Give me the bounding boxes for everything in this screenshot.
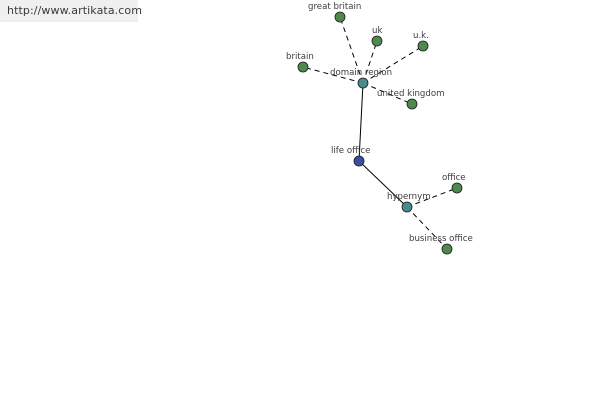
- node-hypernym[interactable]: [401, 201, 413, 213]
- node-label-u-k: u.k.: [413, 31, 429, 41]
- node-label-domain-region: domain region: [330, 68, 392, 78]
- node-u-k[interactable]: [417, 40, 429, 52]
- node-label-united-kingdom: united kingdom: [377, 89, 444, 99]
- node-label-uk: uk: [372, 26, 382, 36]
- edges-layer: [302, 16, 458, 250]
- node-office[interactable]: [451, 182, 463, 194]
- edge-domain-region-to-u-k: [362, 45, 424, 84]
- node-label-business-office: business office: [409, 234, 473, 244]
- url-banner: http://www.artikata.com: [0, 0, 142, 22]
- node-label-life-office: life office: [331, 146, 370, 156]
- edge-life-office-to-hypernym: [358, 160, 408, 208]
- node-life-office[interactable]: [353, 155, 365, 167]
- node-united-kingdom[interactable]: [406, 98, 418, 110]
- node-business-office[interactable]: [441, 243, 453, 255]
- node-label-office: office: [442, 173, 466, 183]
- nodes-layer: [297, 11, 463, 255]
- node-label-britain: britain: [286, 52, 314, 62]
- edge-domain-region-to-uk: [362, 40, 378, 84]
- node-great-britain[interactable]: [334, 11, 346, 23]
- site-url-link[interactable]: http://www.artikata.com: [7, 4, 143, 17]
- edge-domain-region-to-britain: [302, 66, 364, 84]
- node-label-great-britain: great britain: [308, 2, 361, 12]
- node-label-hypernym: hypernym: [387, 192, 431, 202]
- edge-domain-region-to-great-britain: [339, 16, 364, 84]
- node-uk[interactable]: [371, 35, 383, 47]
- node-domain-region[interactable]: [357, 77, 369, 89]
- node-britain[interactable]: [297, 61, 309, 73]
- edge-life-office-to-domain-region: [358, 82, 364, 162]
- labels-layer: life office domain region hypernym great br…: [286, 2, 473, 244]
- edge-hypernym-to-business-office: [406, 206, 448, 250]
